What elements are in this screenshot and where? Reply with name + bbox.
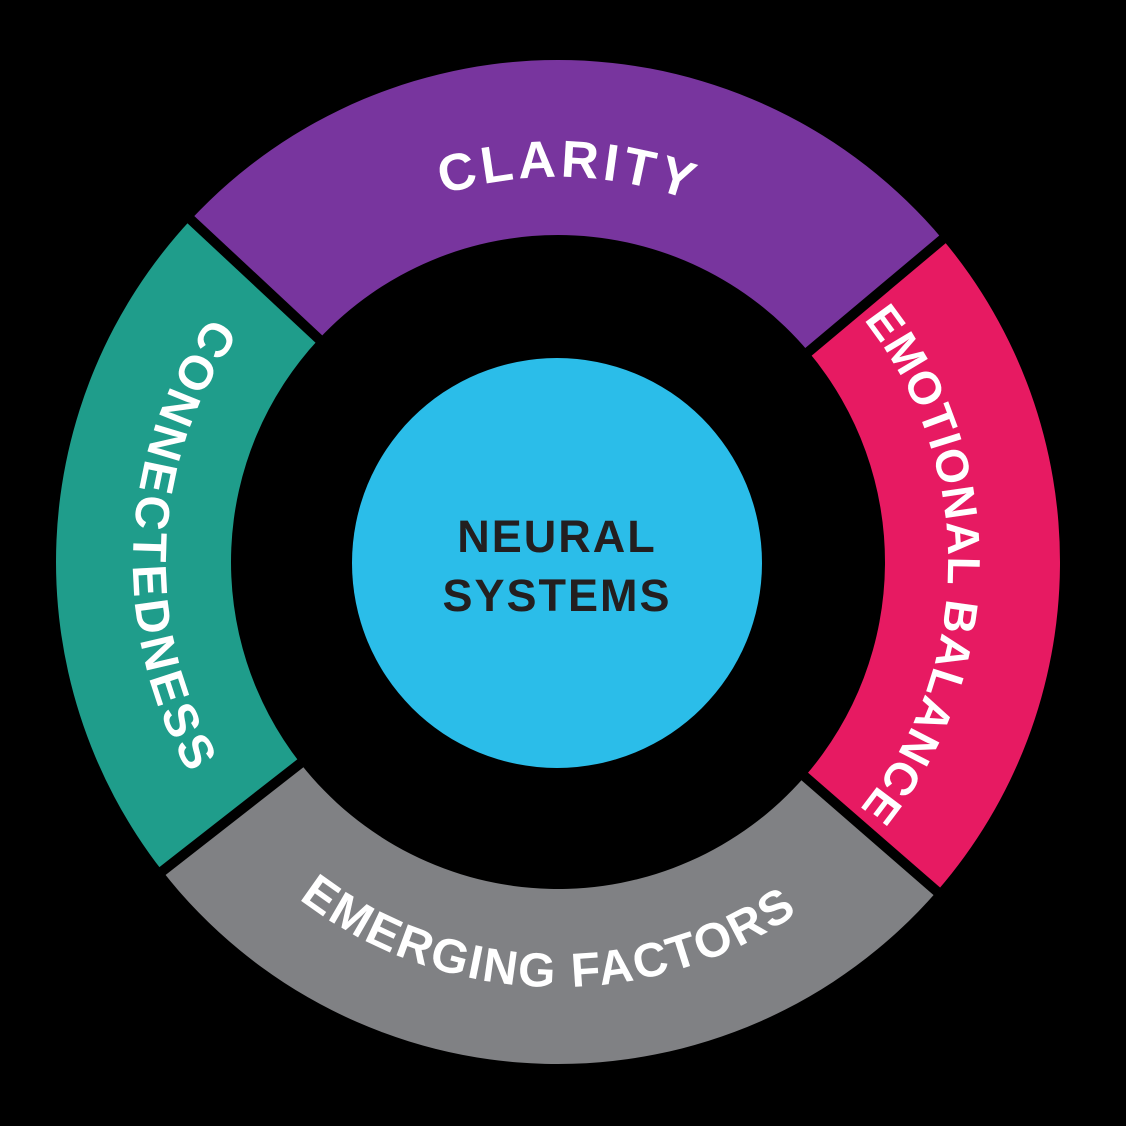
separators-group: [145, 203, 960, 907]
segments-group: [56, 60, 1060, 1064]
segment-emotional-balance: [804, 239, 1060, 892]
segment-separator: [790, 762, 954, 907]
center-label-line2: SYSTEMS: [442, 570, 671, 621]
center-label-line1: NEURAL: [457, 511, 657, 562]
segment-emerging-factors: [162, 763, 937, 1064]
segment-clarity: [190, 60, 943, 352]
segment-connectedness: [56, 219, 319, 872]
center-circle: [352, 358, 762, 768]
segment-separator: [145, 750, 316, 887]
segment-separator: [174, 203, 334, 353]
segment-separator: [793, 223, 960, 366]
